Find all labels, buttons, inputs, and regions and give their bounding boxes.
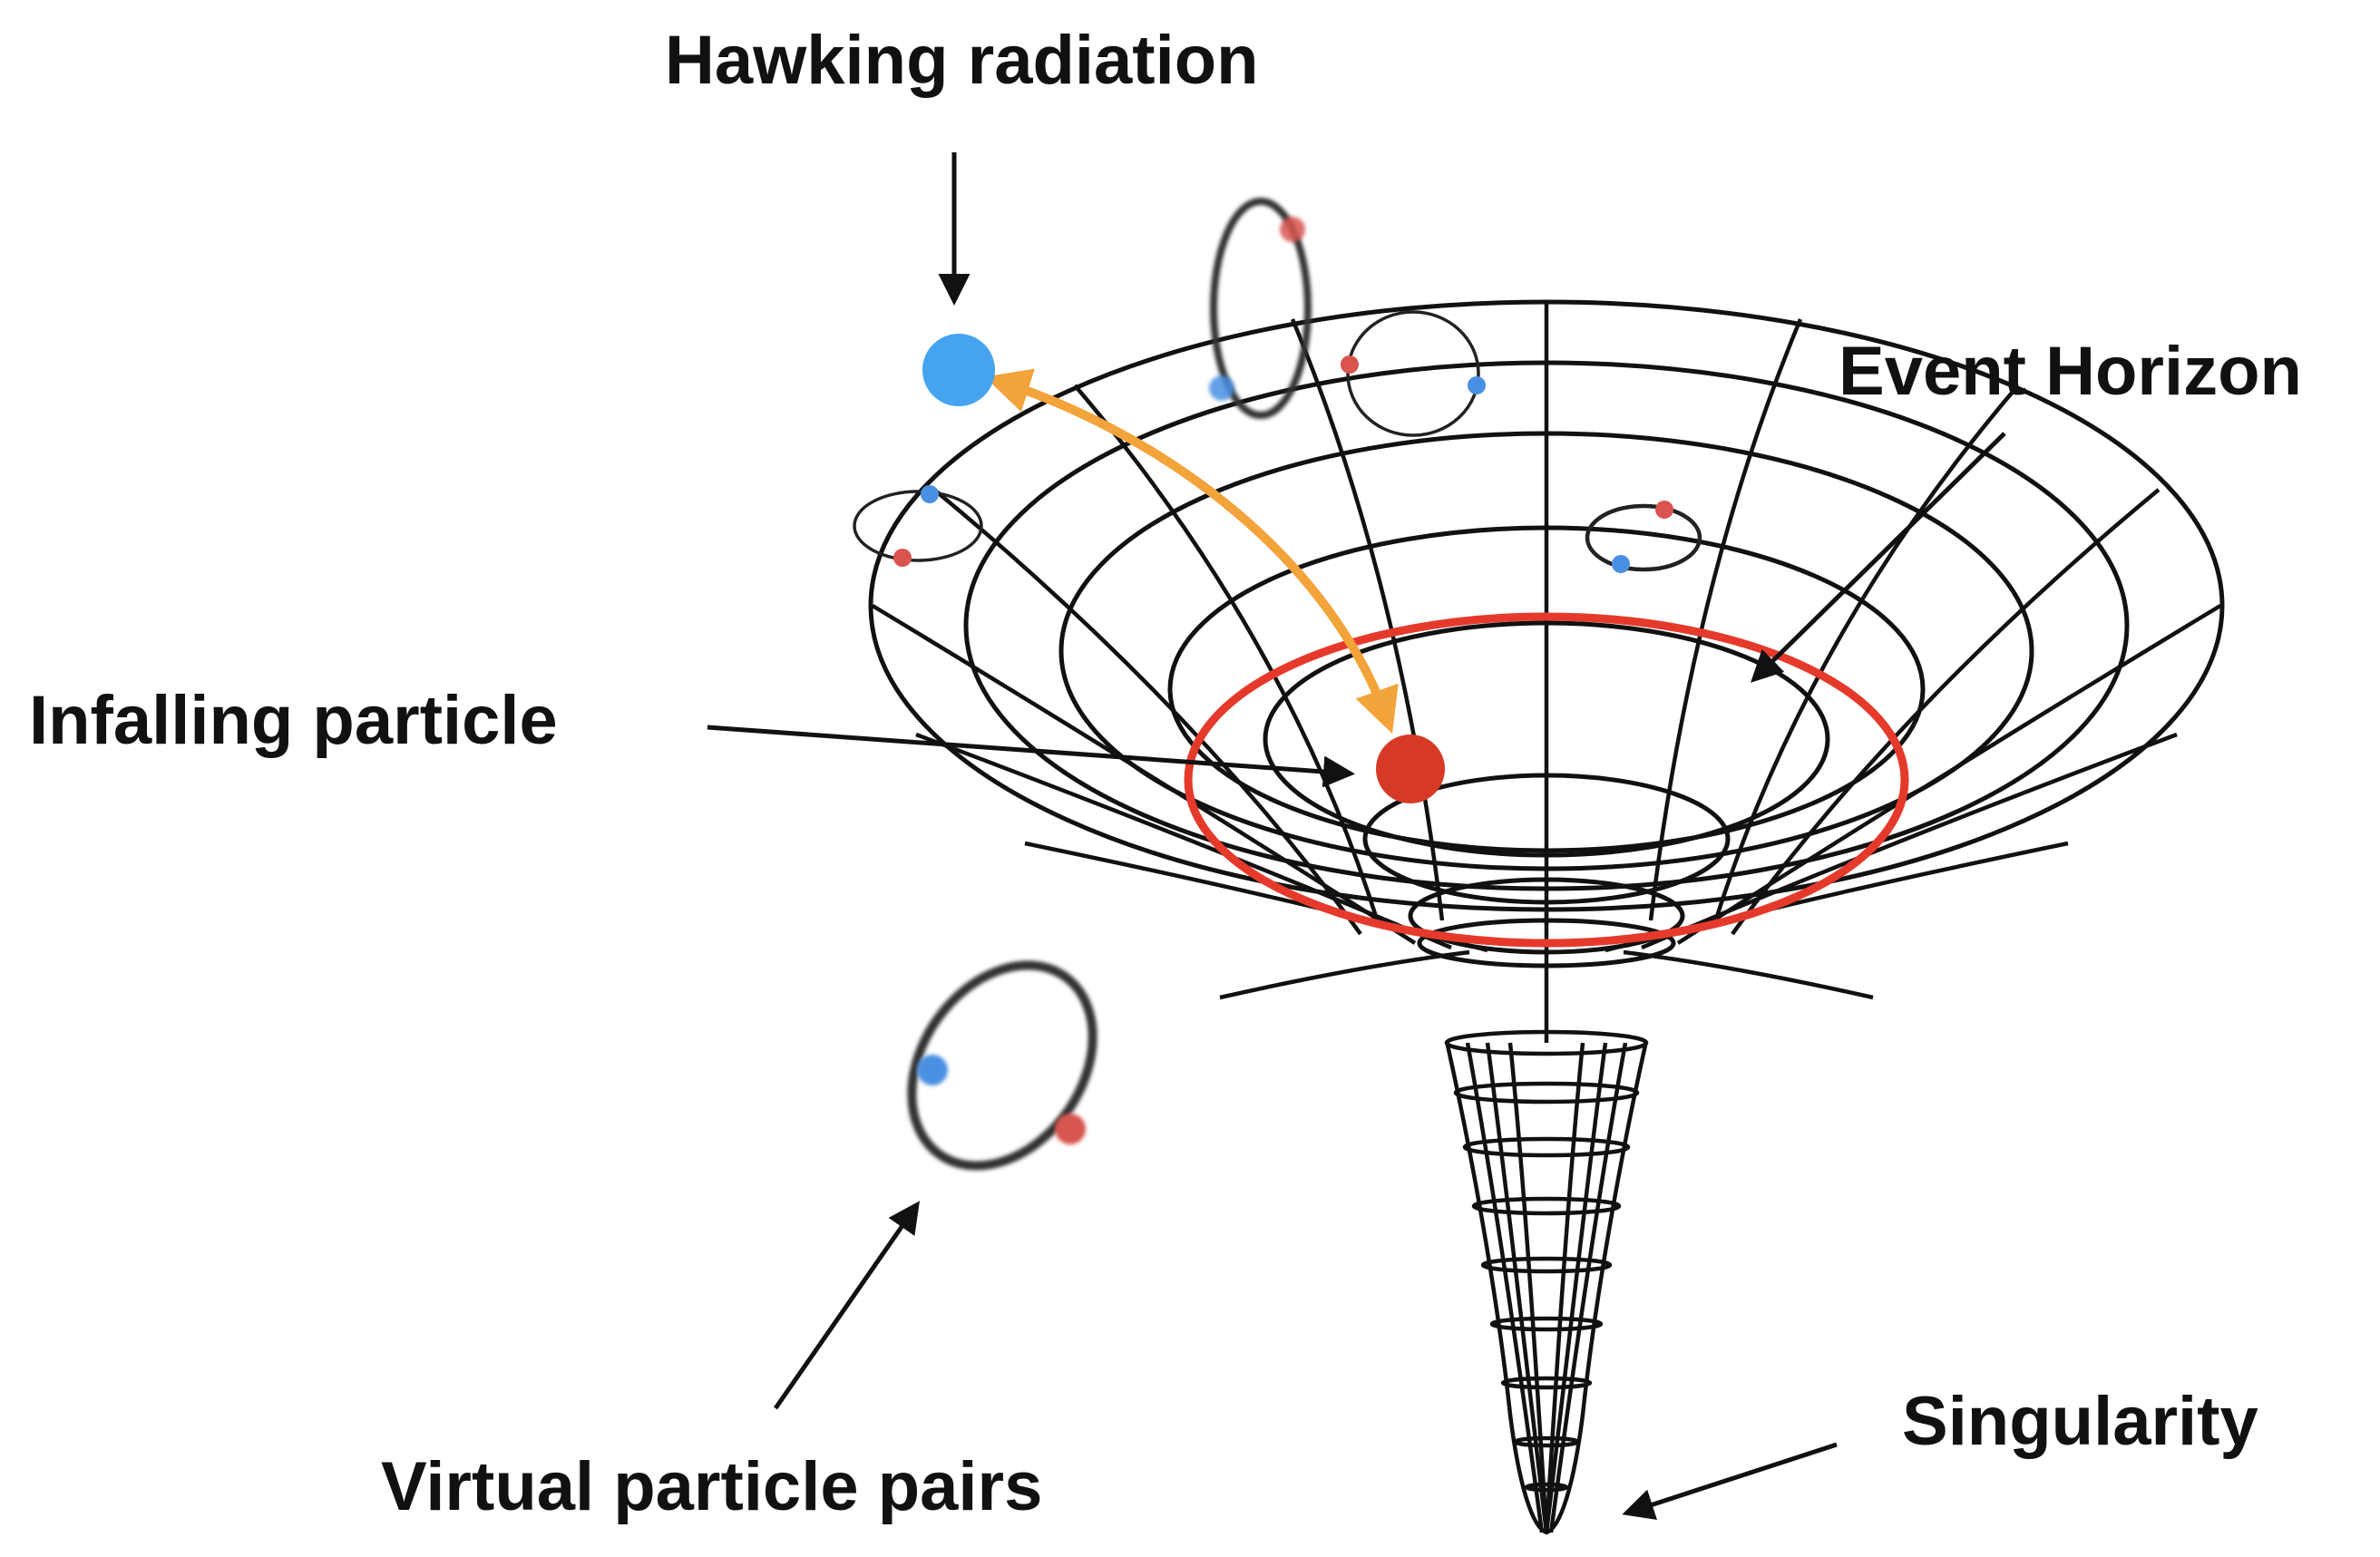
event-horizon-label: Event Horizon	[1839, 333, 2302, 410]
virtual-pair-left	[853, 485, 983, 567]
virtual-pairs-arrow	[773, 1201, 920, 1410]
virtual-pair-top-tall	[1209, 198, 1312, 419]
infalling-arrow	[707, 725, 1355, 788]
funnel-throat	[1444, 1029, 1649, 1535]
emission-arrow	[984, 368, 1399, 735]
hawking-particle-dot	[922, 334, 995, 406]
event-horizon-ring	[1184, 612, 1909, 948]
event-horizon-arrow	[1751, 432, 2006, 683]
singularity-arrow	[1622, 1442, 1838, 1520]
spacetime-funnel	[868, 299, 2225, 1535]
hawking-radiation-label: Hawking radiation	[665, 22, 1259, 99]
virtual-pair-top-right	[1341, 310, 1486, 437]
infalling-particle-dot	[1376, 735, 1445, 803]
singularity-label: Singularity	[1902, 1383, 2258, 1460]
infalling-particle-label: Infalling particle	[29, 682, 558, 759]
virtual-pair-bottom-left	[907, 960, 1097, 1171]
virtual-particle-pairs-label: Virtual particle pairs	[381, 1448, 1042, 1525]
virtual-pair-on-disc	[1585, 501, 1702, 573]
